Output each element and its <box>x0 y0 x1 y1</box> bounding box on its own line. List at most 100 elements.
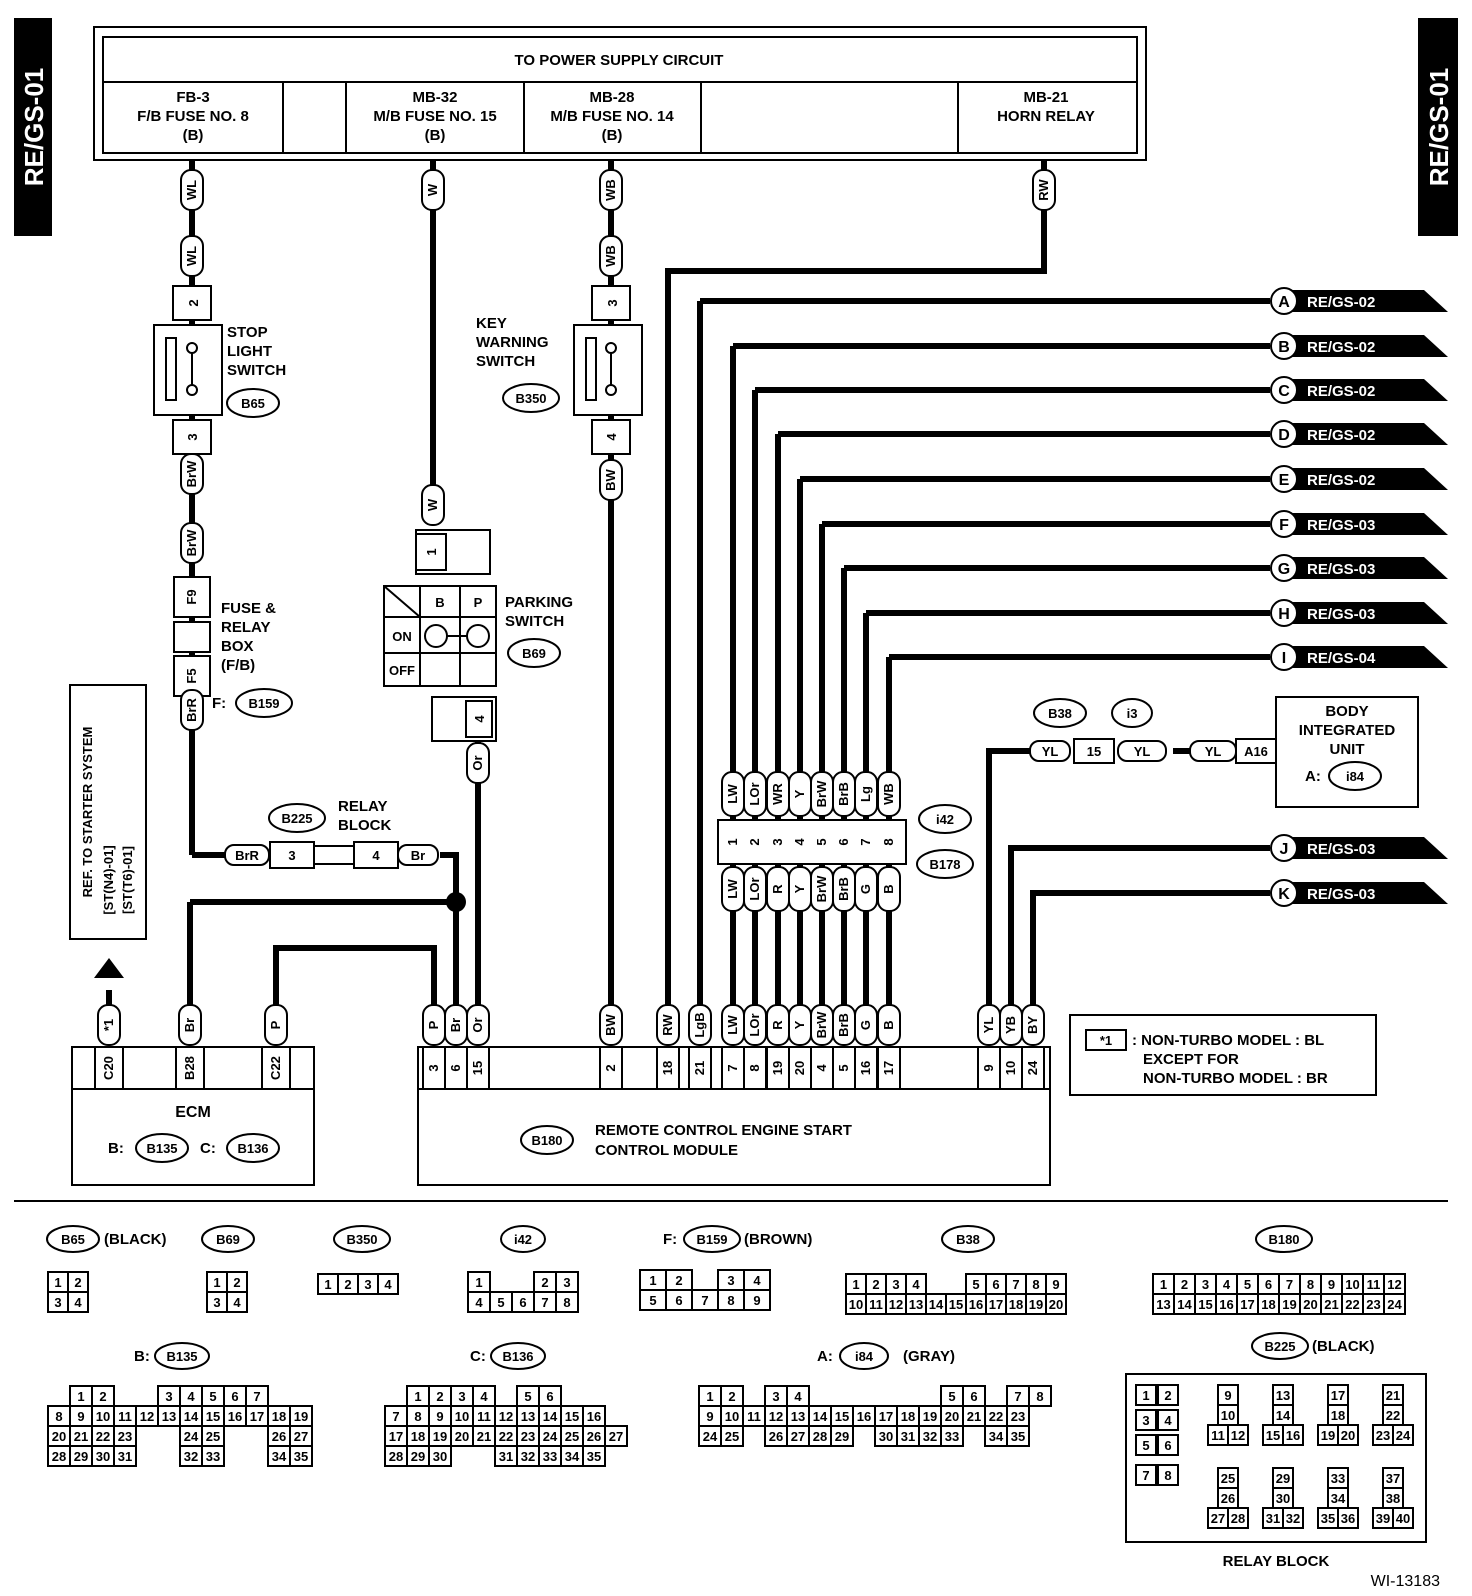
pin-number: 21 <box>74 1429 88 1444</box>
pin-number: 32 <box>1286 1511 1300 1526</box>
svg-text:B159: B159 <box>248 696 279 711</box>
pin-number: 19 <box>923 1409 937 1424</box>
wire-label-or: Or <box>466 742 490 784</box>
pin-number: 3 <box>213 1295 220 1310</box>
pin-number: 1 <box>1142 1388 1149 1403</box>
pin-number: 16 <box>1219 1297 1233 1312</box>
pin-number: 34 <box>989 1429 1004 1444</box>
svg-text:RE/GS-01: RE/GS-01 <box>19 68 49 187</box>
wire-label-w: W <box>421 169 445 211</box>
offpage-letter: G <box>1278 561 1290 578</box>
pin-number: 37 <box>1386 1471 1400 1486</box>
relay-block-title: RELAY BLOCK <box>1223 1553 1330 1570</box>
pin-number: 26 <box>769 1429 783 1444</box>
module-wire-6: Br <box>444 1004 468 1046</box>
svg-text:NON-TURBO MODEL : BR: NON-TURBO MODEL : BR <box>1143 1070 1328 1087</box>
pin-number: 32 <box>184 1449 198 1464</box>
junction-dot <box>446 892 466 912</box>
pin-number: 4 <box>384 1277 392 1292</box>
stop-light-switch: 2 3 STOP LIGHT SWITCH B65 <box>153 285 286 455</box>
body-integrated-unit: BODY INTEGRATED UNIT A: i84 <box>1275 696 1419 808</box>
svg-text:i42: i42 <box>936 812 954 827</box>
pin-number: 22 <box>1345 1297 1359 1312</box>
pin-number: 28 <box>813 1429 827 1444</box>
offpage-letter: J <box>1280 841 1289 858</box>
pin-number: 1 <box>54 1275 61 1290</box>
pin-number: 11 <box>747 1409 761 1424</box>
pin-number: 19 <box>1029 1297 1043 1312</box>
pin-number: 14 <box>1177 1297 1192 1312</box>
wire-label-brw: BrW <box>180 522 204 564</box>
svg-text:RE/GS-01: RE/GS-01 <box>1424 68 1454 187</box>
pin-number: 31 <box>901 1429 915 1444</box>
svg-text:RW: RW <box>1036 179 1051 201</box>
pin-number: 4 <box>475 1295 483 1310</box>
svg-text:B135: B135 <box>166 1349 197 1364</box>
pin-number: 3 <box>892 1277 899 1292</box>
svg-text:G: G <box>858 884 873 894</box>
pin-number: 1 <box>852 1277 859 1292</box>
ecm-pin: B28 <box>182 1056 197 1080</box>
pin-number: 16 <box>1286 1428 1300 1443</box>
svg-text:(B): (B) <box>425 127 446 144</box>
pin-number: 18 <box>1331 1408 1345 1423</box>
svg-text:YB: YB <box>1003 1016 1018 1034</box>
pin-number: 7 <box>701 1293 708 1308</box>
pin-number: 9 <box>436 1409 443 1424</box>
pin-number: 17 <box>250 1409 264 1424</box>
module-pin: 5 <box>836 1064 851 1071</box>
svg-text:LW: LW <box>725 1015 740 1035</box>
offpage-ref: RE/GS-02 <box>1307 294 1375 311</box>
pin-number: 17 <box>989 1297 1003 1312</box>
svg-text:BrR: BrR <box>235 848 259 863</box>
module-pin: 15 <box>470 1061 485 1075</box>
pin-number: 31 <box>499 1449 513 1464</box>
pin-number: 27 <box>791 1429 805 1444</box>
svg-text:Br: Br <box>448 1018 463 1032</box>
module-pin: 24 <box>1025 1060 1040 1075</box>
pin-number: 11 <box>869 1297 883 1312</box>
wire-label-wb: WB <box>599 235 623 277</box>
svg-text:(GRAY): (GRAY) <box>903 1348 955 1365</box>
svg-text:Y: Y <box>792 1020 807 1029</box>
pin-number: 7 <box>1014 1389 1021 1404</box>
pin-number: 22 <box>989 1409 1003 1424</box>
i42-wire-7: Lg <box>854 771 878 817</box>
svg-text:ON: ON <box>392 629 412 644</box>
pin-number: 10 <box>725 1409 739 1424</box>
pin-number: 26 <box>587 1429 601 1444</box>
svg-text:(F/B): (F/B) <box>221 657 255 674</box>
pin-number: 1 <box>475 1275 482 1290</box>
svg-text:BW: BW <box>603 468 618 490</box>
svg-text:R: R <box>770 884 785 894</box>
pin-number: 11 <box>118 1409 132 1424</box>
figure-id: WI-13183 <box>1371 1573 1440 1590</box>
pin-number: 3 <box>1142 1413 1149 1428</box>
pin-number: 23 <box>118 1429 132 1444</box>
pin-number: 4 <box>233 1295 241 1310</box>
pin-number: 25 <box>1221 1471 1235 1486</box>
svg-text:BOX: BOX <box>221 638 254 655</box>
pin-number: 23 <box>1011 1409 1025 1424</box>
svg-text:P: P <box>426 1020 441 1029</box>
pin-number: 16 <box>969 1297 983 1312</box>
pin-number: 7 <box>392 1409 399 1424</box>
module-wire-10: YB <box>999 1004 1023 1046</box>
svg-text:BrB: BrB <box>836 877 851 901</box>
svg-text:A16: A16 <box>1244 744 1268 759</box>
pin-number: 30 <box>96 1449 110 1464</box>
pin-number: 13 <box>1276 1388 1290 1403</box>
svg-text:B: B <box>881 884 896 893</box>
pin-number: 24 <box>1396 1428 1411 1443</box>
module-pin: 20 <box>792 1061 807 1075</box>
b38-i3-connectors: B38 i3 YL 15 YL YL A16 <box>1029 698 1277 764</box>
pin-number: 5 <box>524 1389 531 1404</box>
pin-number: 18 <box>272 1409 286 1424</box>
pin-number: 15 <box>1198 1297 1212 1312</box>
svg-text:BrB: BrB <box>836 782 851 806</box>
